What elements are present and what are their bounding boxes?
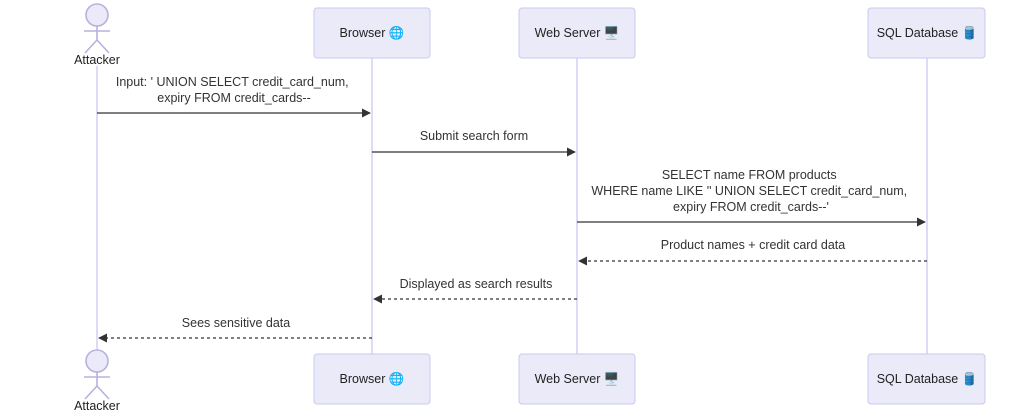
message-2: Submit search form (372, 129, 576, 157)
attacker-actor-bottom: Attacker (74, 349, 120, 413)
attacker-actor-top: Attacker (74, 3, 120, 67)
database-box-bottom: SQL Database 🛢️ (867, 353, 986, 405)
message-2-text: Submit search form (420, 129, 528, 143)
webserver-box-bottom: Web Server 🖥️ (518, 353, 636, 405)
message-3: SELECT name FROM products WHERE name LIK… (577, 168, 926, 227)
message-4: Product names + credit card data (578, 238, 927, 266)
browser-label-top: Browser 🌐 (340, 25, 405, 40)
attacker-label-top: Attacker (74, 53, 120, 67)
message-6-text: Sees sensitive data (182, 316, 290, 330)
attacker-head-icon (85, 349, 109, 373)
message-5: Displayed as search results (373, 277, 577, 304)
database-label-bottom: SQL Database 🛢️ (877, 371, 978, 386)
browser-label-bottom: Browser 🌐 (340, 371, 405, 386)
message-1-text: Input: ' UNION SELECT credit_card_num, e… (116, 75, 352, 105)
message-3-text: SELECT name FROM products WHERE name LIK… (591, 168, 910, 214)
database-label-top: SQL Database 🛢️ (877, 25, 978, 40)
message-5-text: Displayed as search results (400, 277, 553, 291)
browser-box-bottom: Browser 🌐 (313, 353, 431, 405)
message-1: Input: ' UNION SELECT credit_card_num, e… (97, 75, 371, 118)
message-4-text: Product names + credit card data (661, 238, 846, 252)
attacker-head-icon (85, 3, 109, 27)
webserver-label-bottom: Web Server 🖥️ (535, 371, 620, 386)
database-box-top: SQL Database 🛢️ (867, 7, 986, 59)
attacker-label-bottom: Attacker (74, 399, 120, 413)
message-6: Sees sensitive data (98, 316, 372, 343)
webserver-box-top: Web Server 🖥️ (518, 7, 636, 59)
browser-box-top: Browser 🌐 (313, 7, 431, 59)
webserver-label-top: Web Server 🖥️ (535, 25, 620, 40)
